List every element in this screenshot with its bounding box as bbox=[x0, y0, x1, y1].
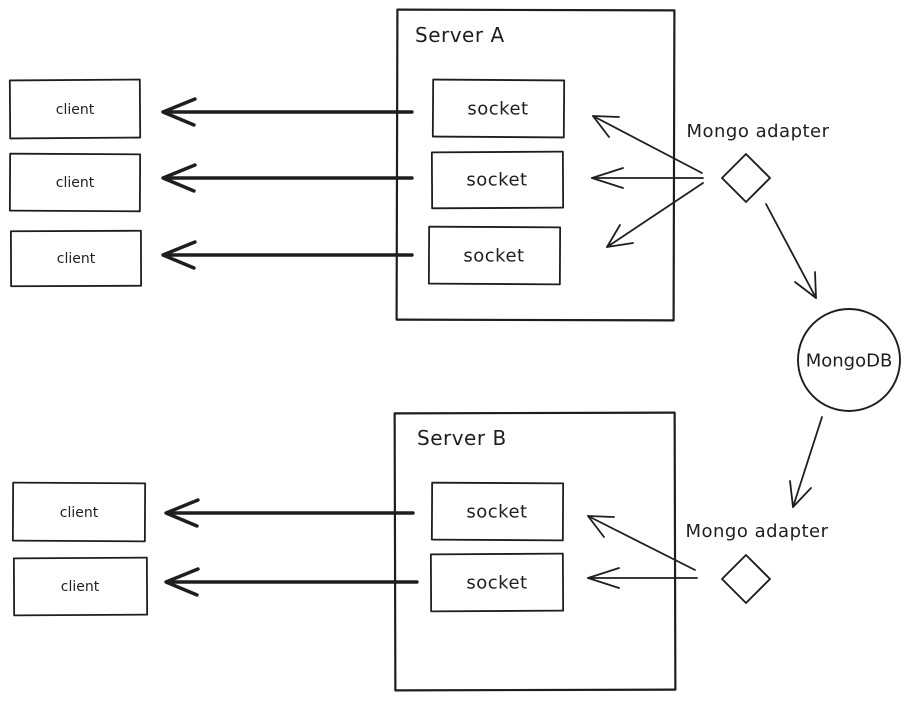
mongo-adapter-a-diamond-icon bbox=[721, 153, 771, 203]
socket-b1-label: socket bbox=[466, 502, 527, 523]
arrow-head bbox=[794, 271, 817, 299]
server-b-label: Server B bbox=[417, 426, 507, 450]
client-4-box bbox=[11, 481, 147, 543]
arrow-adapter-b-to-socket-b1 bbox=[587, 515, 696, 571]
arrow-adapter-b-to-socket-b2 bbox=[587, 567, 698, 589]
arrow-head bbox=[164, 567, 200, 597]
arrow-head bbox=[161, 240, 197, 270]
arrow-shaft bbox=[587, 515, 696, 571]
arrow-server-a-to-client-3 bbox=[161, 240, 414, 270]
client-1-box bbox=[8, 78, 142, 140]
client-3-label: client bbox=[57, 251, 96, 267]
arrow-adapter-a-to-socket-a3 bbox=[606, 182, 704, 248]
server-a-box bbox=[395, 8, 676, 322]
server-b-box bbox=[393, 411, 677, 692]
socket-a2-box bbox=[430, 150, 565, 210]
arrow-adapter-a-to-socket-a1 bbox=[592, 115, 703, 174]
arrow-head bbox=[591, 167, 624, 189]
arrow-shaft bbox=[792, 416, 823, 508]
mongodb-label: MongoDB bbox=[806, 351, 893, 372]
client-3-box bbox=[10, 229, 142, 288]
client-1-label: client bbox=[56, 102, 95, 118]
arrow-head bbox=[587, 515, 615, 538]
arrow-server-b-to-client-5 bbox=[164, 567, 419, 597]
arrow-head bbox=[164, 498, 200, 528]
arrow-shaft bbox=[765, 203, 817, 299]
arrow-shaft bbox=[592, 115, 703, 174]
arrow-shaft bbox=[606, 182, 704, 248]
socket-a1-label: socket bbox=[467, 99, 528, 120]
arrow-head bbox=[606, 224, 634, 248]
client-5-box bbox=[12, 556, 149, 617]
arrow-server-a-to-client-1 bbox=[161, 97, 414, 127]
mongo-adapter-b-label: Mongo adapter bbox=[685, 521, 828, 542]
socket-a3-box bbox=[427, 225, 562, 286]
socket-b2-box bbox=[429, 552, 565, 613]
arrow-server-a-to-client-2 bbox=[161, 163, 414, 193]
server-a-label: Server A bbox=[415, 23, 505, 47]
client-5-label: client bbox=[61, 579, 100, 595]
arrow-head bbox=[592, 115, 620, 138]
arrow-head bbox=[587, 567, 620, 589]
socket-b1-box bbox=[430, 481, 565, 542]
arrow-adapter-a-to-socket-a2 bbox=[591, 167, 704, 189]
arrow-head bbox=[789, 480, 812, 508]
client-2-label: client bbox=[56, 175, 95, 191]
socket-b2-label: socket bbox=[466, 573, 527, 594]
arrow-server-b-to-client-4 bbox=[164, 498, 415, 528]
client-4-label: client bbox=[60, 505, 99, 521]
arrow-head bbox=[161, 97, 197, 127]
arrow-head bbox=[161, 163, 197, 193]
mongodb-circle-icon bbox=[797, 308, 901, 412]
socket-a2-label: socket bbox=[466, 170, 527, 191]
mongo-adapter-b-diamond-icon bbox=[721, 554, 771, 604]
client-2-box bbox=[8, 152, 142, 213]
arrow-adapter-a-to-mongodb bbox=[765, 203, 817, 299]
arrow-mongodb-to-adapter-b bbox=[789, 416, 823, 508]
socket-a1-box bbox=[431, 78, 566, 139]
mongo-adapter-a-label: Mongo adapter bbox=[686, 121, 829, 142]
socket-a3-label: socket bbox=[463, 246, 524, 267]
